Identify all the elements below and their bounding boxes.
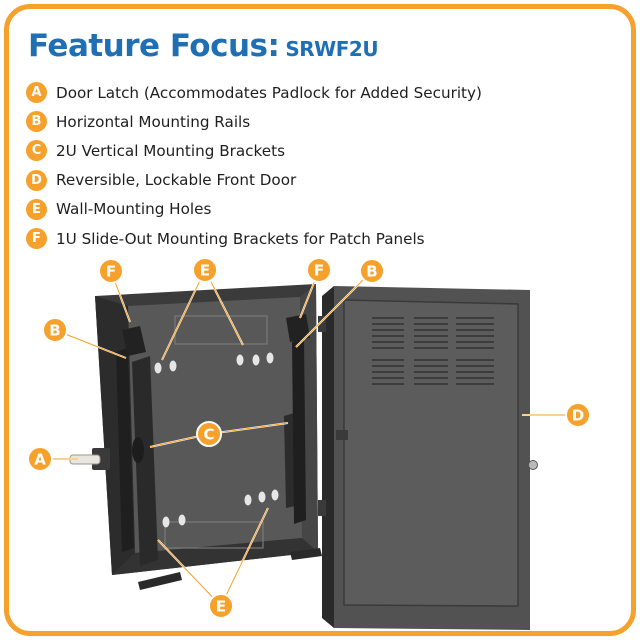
feature-item-c: C 2U Vertical Mounting Brackets <box>26 136 482 165</box>
callout-circle <box>359 258 385 284</box>
callout-circle <box>196 421 222 447</box>
model-number: SRWF2U <box>285 37 379 61</box>
cabinet-bottom-panel <box>112 538 318 575</box>
door-hinge-top <box>318 316 326 332</box>
page-title: Feature Focus:SRWF2U <box>28 28 379 64</box>
callout-c: C <box>196 421 222 447</box>
callout-letter: C <box>203 426 214 444</box>
callout-letter: D <box>572 407 584 425</box>
callout-line-e-top-2-accent <box>204 269 244 346</box>
callout-line-c-2-accent <box>208 422 289 435</box>
feature-item-e: E Wall-Mounting Holes <box>26 195 482 224</box>
vent-slots-row-4 <box>372 359 404 385</box>
feature-text-f: 1U Slide-Out Mounting Brackets for Patch… <box>56 229 425 248</box>
feature-list: A Door Latch (Accommodates Padlock for A… <box>26 78 482 253</box>
door-lock <box>528 460 538 470</box>
callout-circle <box>306 257 332 283</box>
title-text: Feature Focus: <box>28 28 280 64</box>
callout-a: A <box>27 446 53 472</box>
callout-line-e-bottom-1-accent <box>157 539 222 607</box>
feature-item-b: B Horizontal Mounting Rails <box>26 107 482 136</box>
callout-circle <box>192 257 218 283</box>
callout-letter: F <box>314 262 324 280</box>
callout-circle <box>42 317 68 343</box>
knockout-panel-bottom <box>164 521 264 549</box>
mounting-rail-right <box>292 338 306 524</box>
slide-out-bracket-right <box>286 314 310 342</box>
feature-item-d: D Reversible, Lockable Front Door <box>26 166 482 195</box>
callout-b-right: B <box>359 258 385 284</box>
vent-slots-row-1 <box>372 317 404 349</box>
callout-e-top: E <box>192 257 218 283</box>
callout-letter: B <box>366 263 377 281</box>
callout-letter: B <box>49 322 60 340</box>
badge-e: E <box>26 198 47 220</box>
door-hinge-bottom <box>318 500 326 516</box>
mount-hole <box>258 491 266 503</box>
door-ventilation-slots <box>372 317 494 385</box>
vent-slots-row-3 <box>456 317 494 349</box>
vent-slots-row-6 <box>456 359 494 385</box>
callout-circle <box>27 446 53 472</box>
callout-f-left: F <box>98 258 124 284</box>
callout-line-e-bottom-2-accent <box>220 507 269 607</box>
mount-hole <box>178 514 186 526</box>
mounting-rail-left <box>116 348 134 552</box>
front-door <box>318 286 538 630</box>
callout-circle <box>98 258 124 284</box>
door-latch-receiver <box>336 430 348 440</box>
door-inner-panel <box>343 299 519 607</box>
mount-hole <box>236 354 244 366</box>
door-edge <box>322 286 334 628</box>
cabinet-foot-right <box>290 548 322 560</box>
badge-f: F <box>26 228 47 250</box>
callout-f-right: F <box>306 257 332 283</box>
callout-letter: A <box>34 451 46 469</box>
feature-text-c: 2U Vertical Mounting Brackets <box>56 141 285 160</box>
knockout-panel-top <box>174 315 268 345</box>
cabinet-foot-left <box>138 572 182 590</box>
callout-letter: E <box>216 598 226 616</box>
feature-text-b: Horizontal Mounting Rails <box>56 112 251 131</box>
feature-item-a: A Door Latch (Accommodates Padlock for A… <box>26 78 482 107</box>
feature-text-a: Door Latch (Accommodates Padlock for Add… <box>56 83 482 102</box>
mount-hole <box>252 354 260 366</box>
callout-circle <box>565 402 591 428</box>
badge-a: A <box>26 82 47 104</box>
vent-slots-row-5 <box>414 359 448 385</box>
vent-slots-row-2 <box>414 317 448 349</box>
callout-b-left: B <box>42 317 68 343</box>
callout-line-e-top-1-accent <box>161 269 206 361</box>
vertical-bracket-left <box>132 356 158 566</box>
callout-letter: F <box>106 263 116 281</box>
callout-e-bottom: E <box>208 593 234 619</box>
mount-hole <box>154 362 162 374</box>
feature-item-f: F 1U Slide-Out Mounting Brackets for Pat… <box>26 224 482 253</box>
wall-mounting-holes <box>148 352 279 532</box>
mount-hole <box>162 516 170 528</box>
feature-text-e: Wall-Mounting Holes <box>56 200 212 219</box>
badge-d: D <box>26 169 47 191</box>
badge-c: C <box>26 140 47 162</box>
slide-out-bracket-left <box>122 326 146 356</box>
mount-hole <box>169 360 177 372</box>
mount-hole <box>266 352 274 364</box>
callout-letter: E <box>200 262 210 280</box>
callout-d: D <box>565 402 591 428</box>
cable-knockout-left <box>132 437 144 463</box>
callout-line-b-right-accent <box>295 270 373 348</box>
feature-text-d: Reversible, Lockable Front Door <box>56 171 297 190</box>
mount-hole <box>244 494 252 506</box>
badge-b: B <box>26 111 47 133</box>
mount-hole <box>271 489 279 501</box>
callout-circle <box>208 593 234 619</box>
